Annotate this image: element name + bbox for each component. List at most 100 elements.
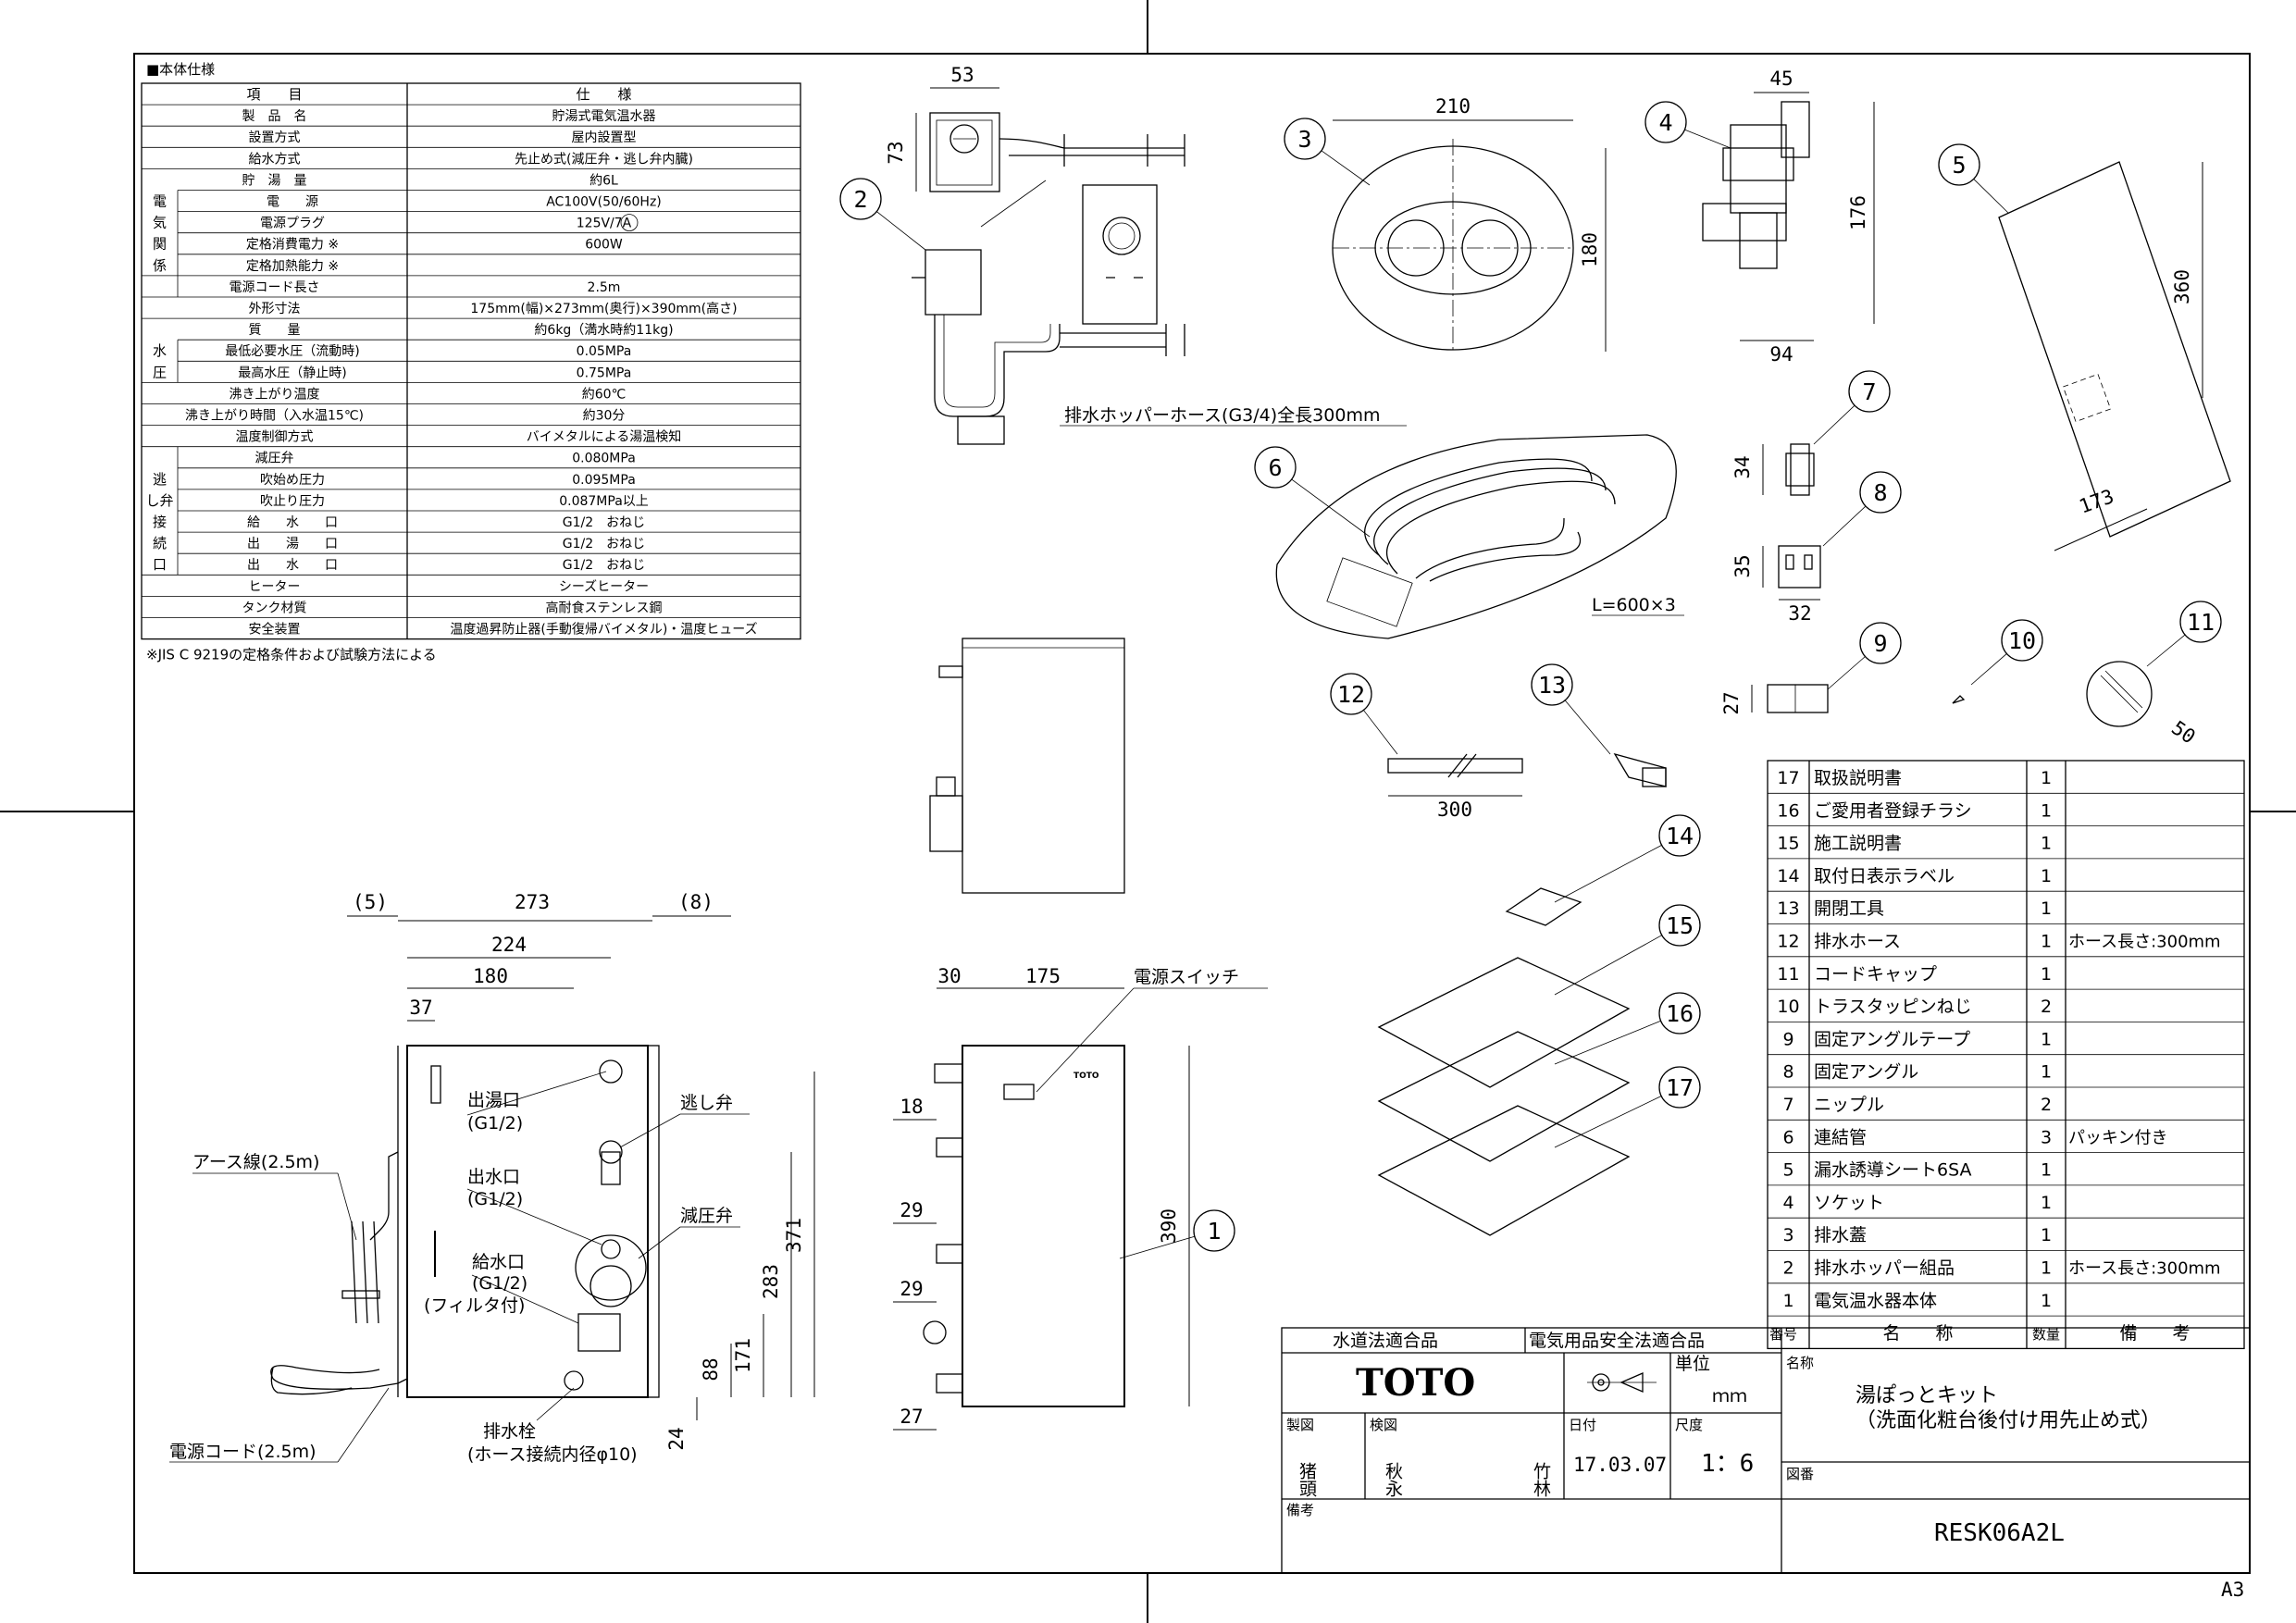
balloon-10 <box>2001 619 2043 662</box>
balloon-leader-13 <box>1564 700 1611 755</box>
parts-row-name: 連結管 <box>1814 1127 1867 1147</box>
parts-row-name: トラスタッピンねじ <box>1814 997 1972 1017</box>
parts-row-name: 取付日表示ラベル <box>1814 866 1955 886</box>
parts-row-qty: 1 <box>2041 898 2052 919</box>
spec-row-value: G1/2 おねじ <box>563 558 645 573</box>
remarks-label: 備考 <box>1286 1502 1314 1518</box>
parts-row-name: ご愛用者登録チラシ <box>1814 800 1972 821</box>
spec-group-label: 口 <box>153 556 167 573</box>
balloon-text-5: 5 <box>1952 152 1966 179</box>
spec-row-item: タンク材質 <box>242 601 307 615</box>
parts-row-qty: 1 <box>2041 1160 2052 1181</box>
dim-d88: 88 <box>700 1357 722 1381</box>
spec-row-item: 最高水圧（静止時) <box>238 365 346 380</box>
balloon-text-4: 4 <box>1658 109 1672 136</box>
dim-d210: 210 <box>1435 95 1471 118</box>
parts-row-note: ホース長さ:300mm <box>2068 1259 2221 1279</box>
projection-symbol-icon <box>1587 1372 1657 1393</box>
parts-header-no: 番号 <box>1769 1326 1797 1343</box>
label-outlet-hot: 出湯口 <box>467 1090 520 1110</box>
spec-header-item: 項 目 <box>246 86 302 103</box>
balloon-text-10: 10 <box>2008 627 2036 654</box>
balloon-12 <box>1330 673 1372 715</box>
part-hopper-assembly <box>912 112 1185 445</box>
part-drain-lid <box>1332 139 1574 352</box>
balloon-leader-4 <box>1684 129 1731 149</box>
label-outlet-hot-size: (G1/2) <box>467 1113 523 1134</box>
spec-row-item: 電源プラグ <box>260 217 325 231</box>
spec-group-label: 電 <box>153 193 167 210</box>
spec-row-item: 外形寸法 <box>249 302 301 316</box>
dim-d37: 37 <box>409 997 432 1019</box>
unit-front-view <box>270 1045 660 1398</box>
drawn-by: 猪頭 <box>1297 1462 1317 1497</box>
parts-row-no: 6 <box>1782 1127 1793 1147</box>
product-name: 湯ぽっとキット <box>1855 1384 1998 1407</box>
balloon-text-11: 11 <box>2187 609 2215 636</box>
label-reducer: 減圧弁 <box>680 1206 733 1226</box>
spec-row-item: 減圧弁 <box>255 451 294 466</box>
label-outlet-water-size: (G1/2) <box>467 1189 523 1209</box>
part-opening-tool <box>1613 752 1667 787</box>
parts-row-qty: 1 <box>2041 834 2052 854</box>
label-brand-small: TOTO <box>1074 1072 1099 1081</box>
checked-by-1: 秋永 <box>1383 1462 1403 1497</box>
dim-d360: 360 <box>2171 269 2193 304</box>
title-block: 水道法適合品 電気用品安全法適合品 TOTO 単位 ｍｍ 製図 検図 日付 尺度… <box>1281 1327 2251 1574</box>
parts-row-no: 9 <box>1782 1029 1793 1049</box>
spec-row-item: 設置方式 <box>249 130 301 145</box>
parts-row-qty: 1 <box>2041 932 2052 952</box>
balloon-leader-11 <box>2146 634 2186 667</box>
spec-heading: ■本体仕様 <box>146 61 215 78</box>
label-outlet-water: 出水口 <box>467 1167 520 1187</box>
spec-row-value: 2.5m <box>588 280 621 295</box>
spec-row-item: 沸き上がり時間（入水温15℃) <box>185 409 364 424</box>
spec-row-value: 0.095MPa <box>572 473 636 488</box>
dim-d50: 50 <box>2167 716 2199 748</box>
parts-header-name: 名 称 <box>1882 1323 1953 1344</box>
balloon-text-17: 17 <box>1666 1074 1694 1101</box>
label-inlet-filter: (フィルタ付) <box>424 1295 525 1316</box>
balloon-11 <box>2179 601 2222 643</box>
spec-table: ■本体仕様項 目仕 様製 品 名貯湯式電気温水器設置方式屋内設置型給水方式先止め… <box>141 61 801 663</box>
label-leader <box>466 1188 602 1245</box>
dim-d73: 73 <box>885 141 907 164</box>
spec-group-label: 関 <box>153 236 167 253</box>
balloon-text-9: 9 <box>1873 630 1887 657</box>
spec-row-value: 約6L <box>590 173 618 188</box>
spec-group-label: 続 <box>153 535 167 551</box>
balloon-leader-6 <box>1291 478 1371 538</box>
scale-value: 1：6 <box>1701 1450 1754 1478</box>
spec-row-item: 貯 湯 量 <box>242 172 307 188</box>
spec-row-value: 約60℃ <box>582 387 627 402</box>
parts-row-no: 13 <box>1777 898 1799 919</box>
spec-footnote: ※JIS C 9219の定格条件および試験方法による <box>146 647 437 663</box>
balloon-15 <box>1658 904 1701 947</box>
spec-row-item: 出 湯 口 <box>247 536 338 551</box>
spec-row-item: 電源コード長さ <box>230 280 320 295</box>
spec-row-value: 約30分 <box>583 409 626 424</box>
dim-d283: 283 <box>760 1264 782 1299</box>
balloon-leader-7 <box>1813 404 1855 445</box>
balloon-leader-2 <box>876 211 926 251</box>
parts-row-no: 17 <box>1777 768 1799 788</box>
spec-row-item: 給 水 口 <box>247 515 338 530</box>
part-drain-hose <box>1387 753 1523 778</box>
parts-row-qty: 1 <box>2041 1062 2052 1083</box>
spec-row-item: 最低必要水圧（流動時) <box>225 344 359 359</box>
label-leader <box>619 1113 681 1148</box>
parts-row-no: 7 <box>1782 1095 1793 1115</box>
parts-row-name: 排水ホース <box>1814 932 1901 952</box>
balloon-leader-3 <box>1321 150 1371 186</box>
dim-d390: 390 <box>1158 1208 1180 1244</box>
dim-d29b: 29 <box>900 1278 923 1300</box>
spec-row-value: 屋内設置型 <box>572 130 637 145</box>
spec-row-item: 定格消費電力 ※ <box>246 238 339 253</box>
spec-row-value: 600W <box>585 238 623 253</box>
dim-d27: 27 <box>1720 691 1743 714</box>
spec-group-label: 係 <box>153 257 167 274</box>
dim-d180b: 180 <box>473 965 508 987</box>
spec-row-value: 0.05MPa <box>577 344 632 359</box>
parts-row-name: 取扱説明書 <box>1814 768 1902 788</box>
